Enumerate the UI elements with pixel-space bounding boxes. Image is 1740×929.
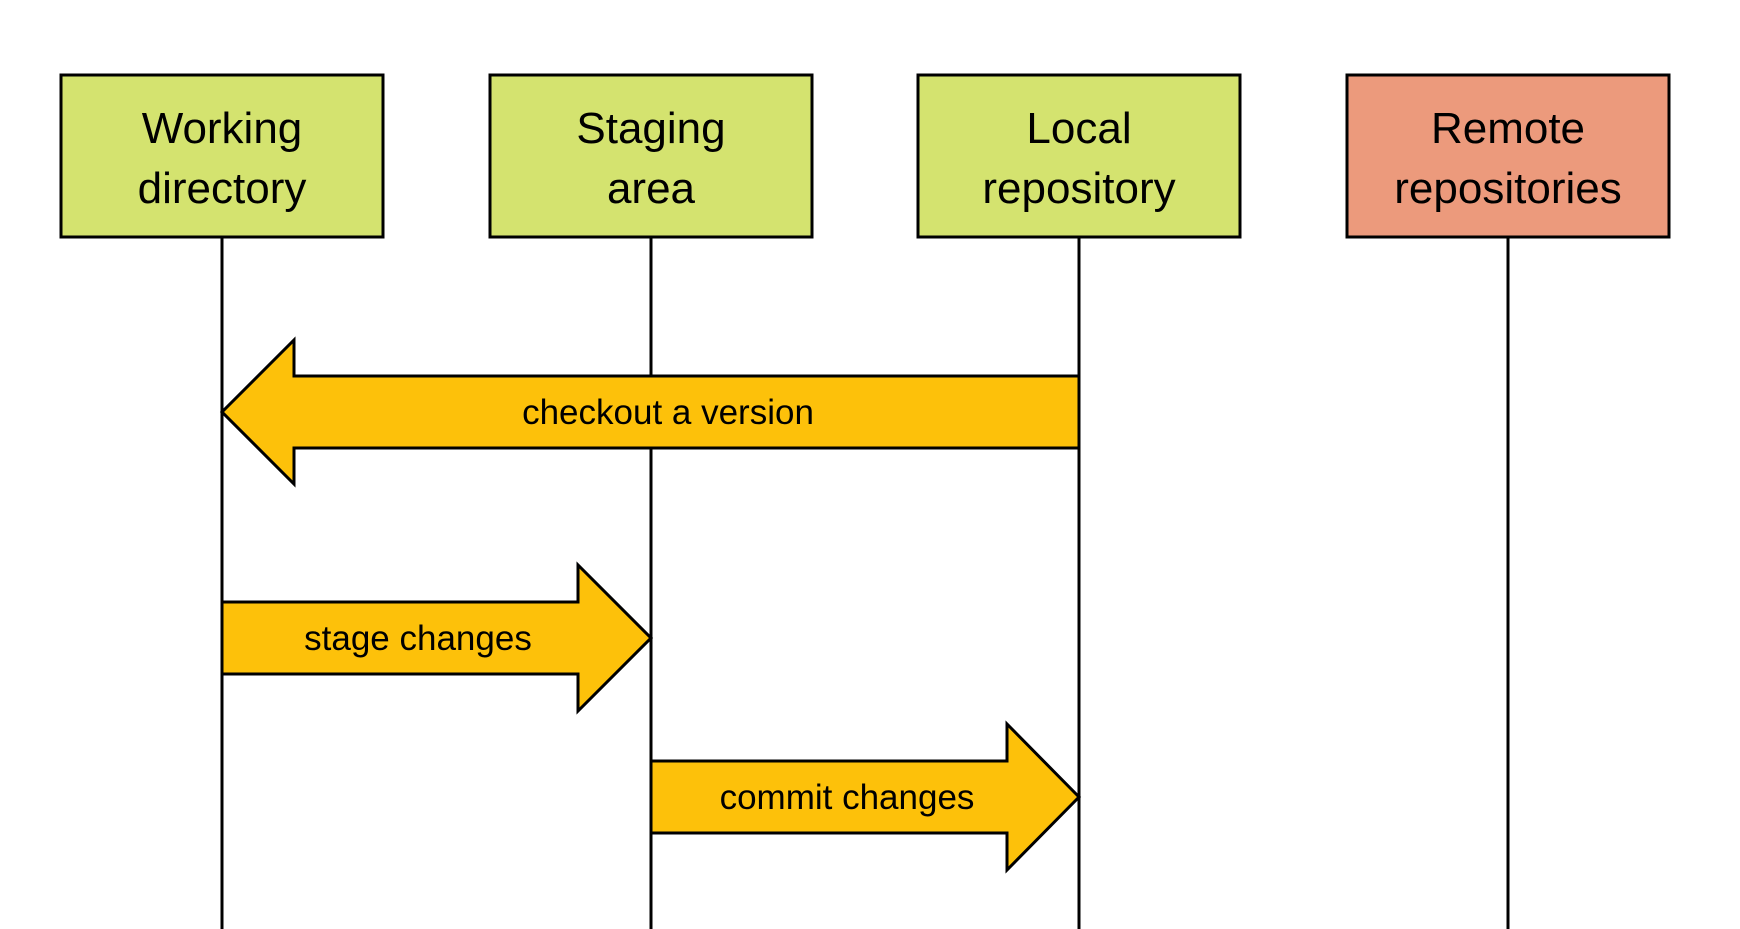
arrow-label: checkout a version [522,393,814,432]
box-label-line2: repositories [1394,164,1621,213]
arrow-label: commit changes [720,778,975,817]
arrow-commit-changes: commit changes [649,720,1082,874]
box-label-line1: Local [1026,104,1131,153]
box-staging-area: Staging area [488,73,814,239]
box-label-line1: Staging [576,104,725,153]
box-label-line2: area [607,164,696,213]
arrow-label: stage changes [304,619,532,658]
arrow-checkout-a-version: checkout a version [219,336,1081,488]
box-label-line1: Working [142,104,303,153]
box-label-line1: Remote [1431,104,1585,153]
box-remote-repositories: Remote repositories [1345,73,1671,239]
box-local-repository: Local repository [916,73,1242,239]
arrow-stage-changes: stage changes [220,561,654,715]
box-working-directory: Working directory [59,73,385,239]
box-label-line2: directory [138,164,307,213]
box-label-line2: repository [982,164,1175,213]
